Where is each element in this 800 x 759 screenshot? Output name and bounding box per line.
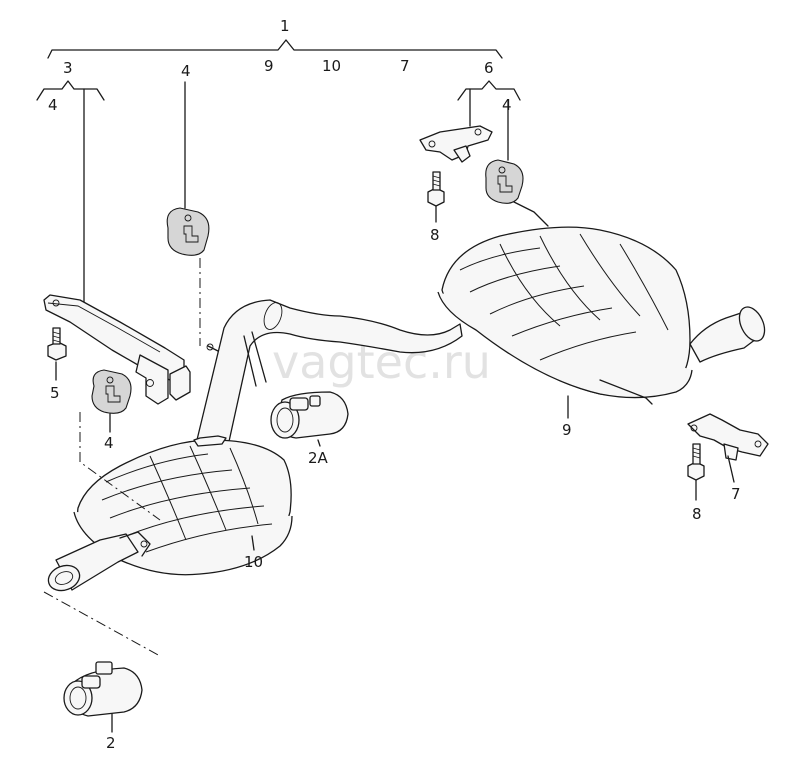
bracket-part-7 — [687, 413, 769, 483]
label-1: 1 — [280, 17, 290, 35]
label-4-left: 4 — [104, 434, 114, 452]
bolt-bottom-part-8 — [687, 443, 705, 501]
group-brace-6 — [457, 80, 521, 127]
bracket-part-6 — [419, 125, 493, 163]
label-10: 10 — [244, 553, 263, 571]
rear-muffler-part-9 — [437, 201, 766, 405]
group-brace-1 — [47, 39, 503, 59]
intermediate-pipe — [195, 299, 463, 447]
label-7-top: 7 — [400, 57, 410, 75]
label-3: 3 — [63, 59, 73, 77]
dash-clamp-2 — [43, 591, 161, 657]
label-8-bottom: 8 — [692, 505, 702, 523]
label-9: 9 — [562, 421, 572, 439]
bolt-top-part-8 — [427, 171, 445, 223]
pipe-clamp-part-2 — [63, 661, 143, 733]
label-2A: 2A — [308, 449, 329, 467]
label-4-right: 4 — [502, 96, 512, 114]
group-brace-3 — [36, 80, 105, 307]
rubber-mount-left — [91, 369, 132, 433]
rubber-mount-center — [166, 81, 210, 256]
bracket-part-3 — [43, 294, 191, 405]
label-10-top: 10 — [322, 57, 341, 75]
front-muffler-part-10 — [47, 435, 293, 592]
label-9-top: 9 — [264, 57, 274, 75]
label-4-center: 4 — [181, 62, 191, 80]
rubber-mount-right — [485, 99, 524, 204]
label-5: 5 — [50, 384, 60, 402]
label-2: 2 — [106, 734, 116, 752]
bolt-part-5 — [47, 327, 67, 381]
label-8-top: 8 — [430, 226, 440, 244]
pipe-clamp-part-2A — [270, 391, 349, 447]
label-4-under-3: 4 — [48, 96, 58, 114]
leader-10 — [251, 535, 255, 551]
label-7: 7 — [731, 485, 741, 503]
label-6: 6 — [484, 59, 494, 77]
dash-left-mount — [79, 412, 161, 521]
